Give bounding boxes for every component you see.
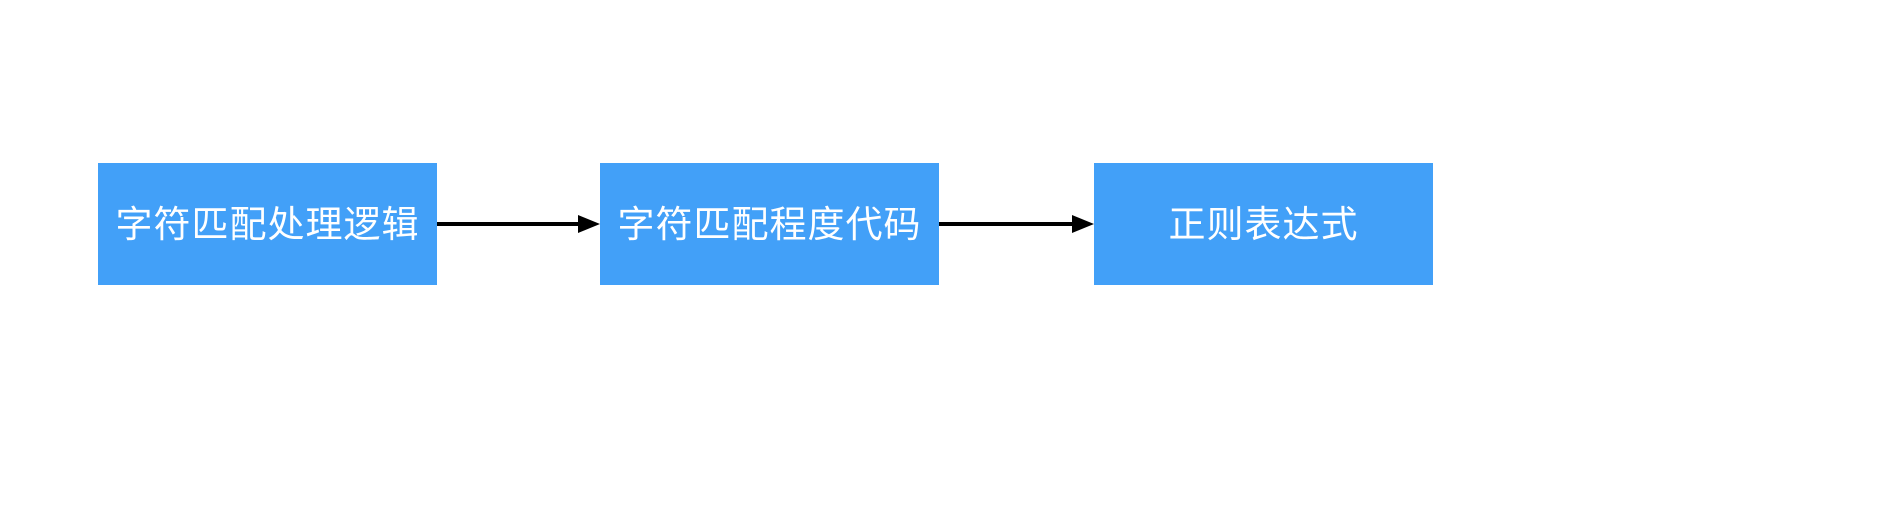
flow-node-label: 字符匹配程度代码 (617, 203, 922, 245)
flow-node-character-match-processing-logic[interactable]: 字符匹配处理逻辑 (98, 163, 437, 285)
flow-arrow-node0-to-node1 (437, 215, 600, 233)
flow-node-label: 正则表达式 (1168, 203, 1359, 245)
flow-arrow-node1-to-node2 (939, 215, 1094, 233)
flow-node-character-match-degree-code[interactable]: 字符匹配程度代码 (600, 163, 939, 285)
flow-node-label: 字符匹配处理逻辑 (115, 203, 420, 245)
flow-node-regular-expression[interactable]: 正则表达式 (1094, 163, 1433, 285)
